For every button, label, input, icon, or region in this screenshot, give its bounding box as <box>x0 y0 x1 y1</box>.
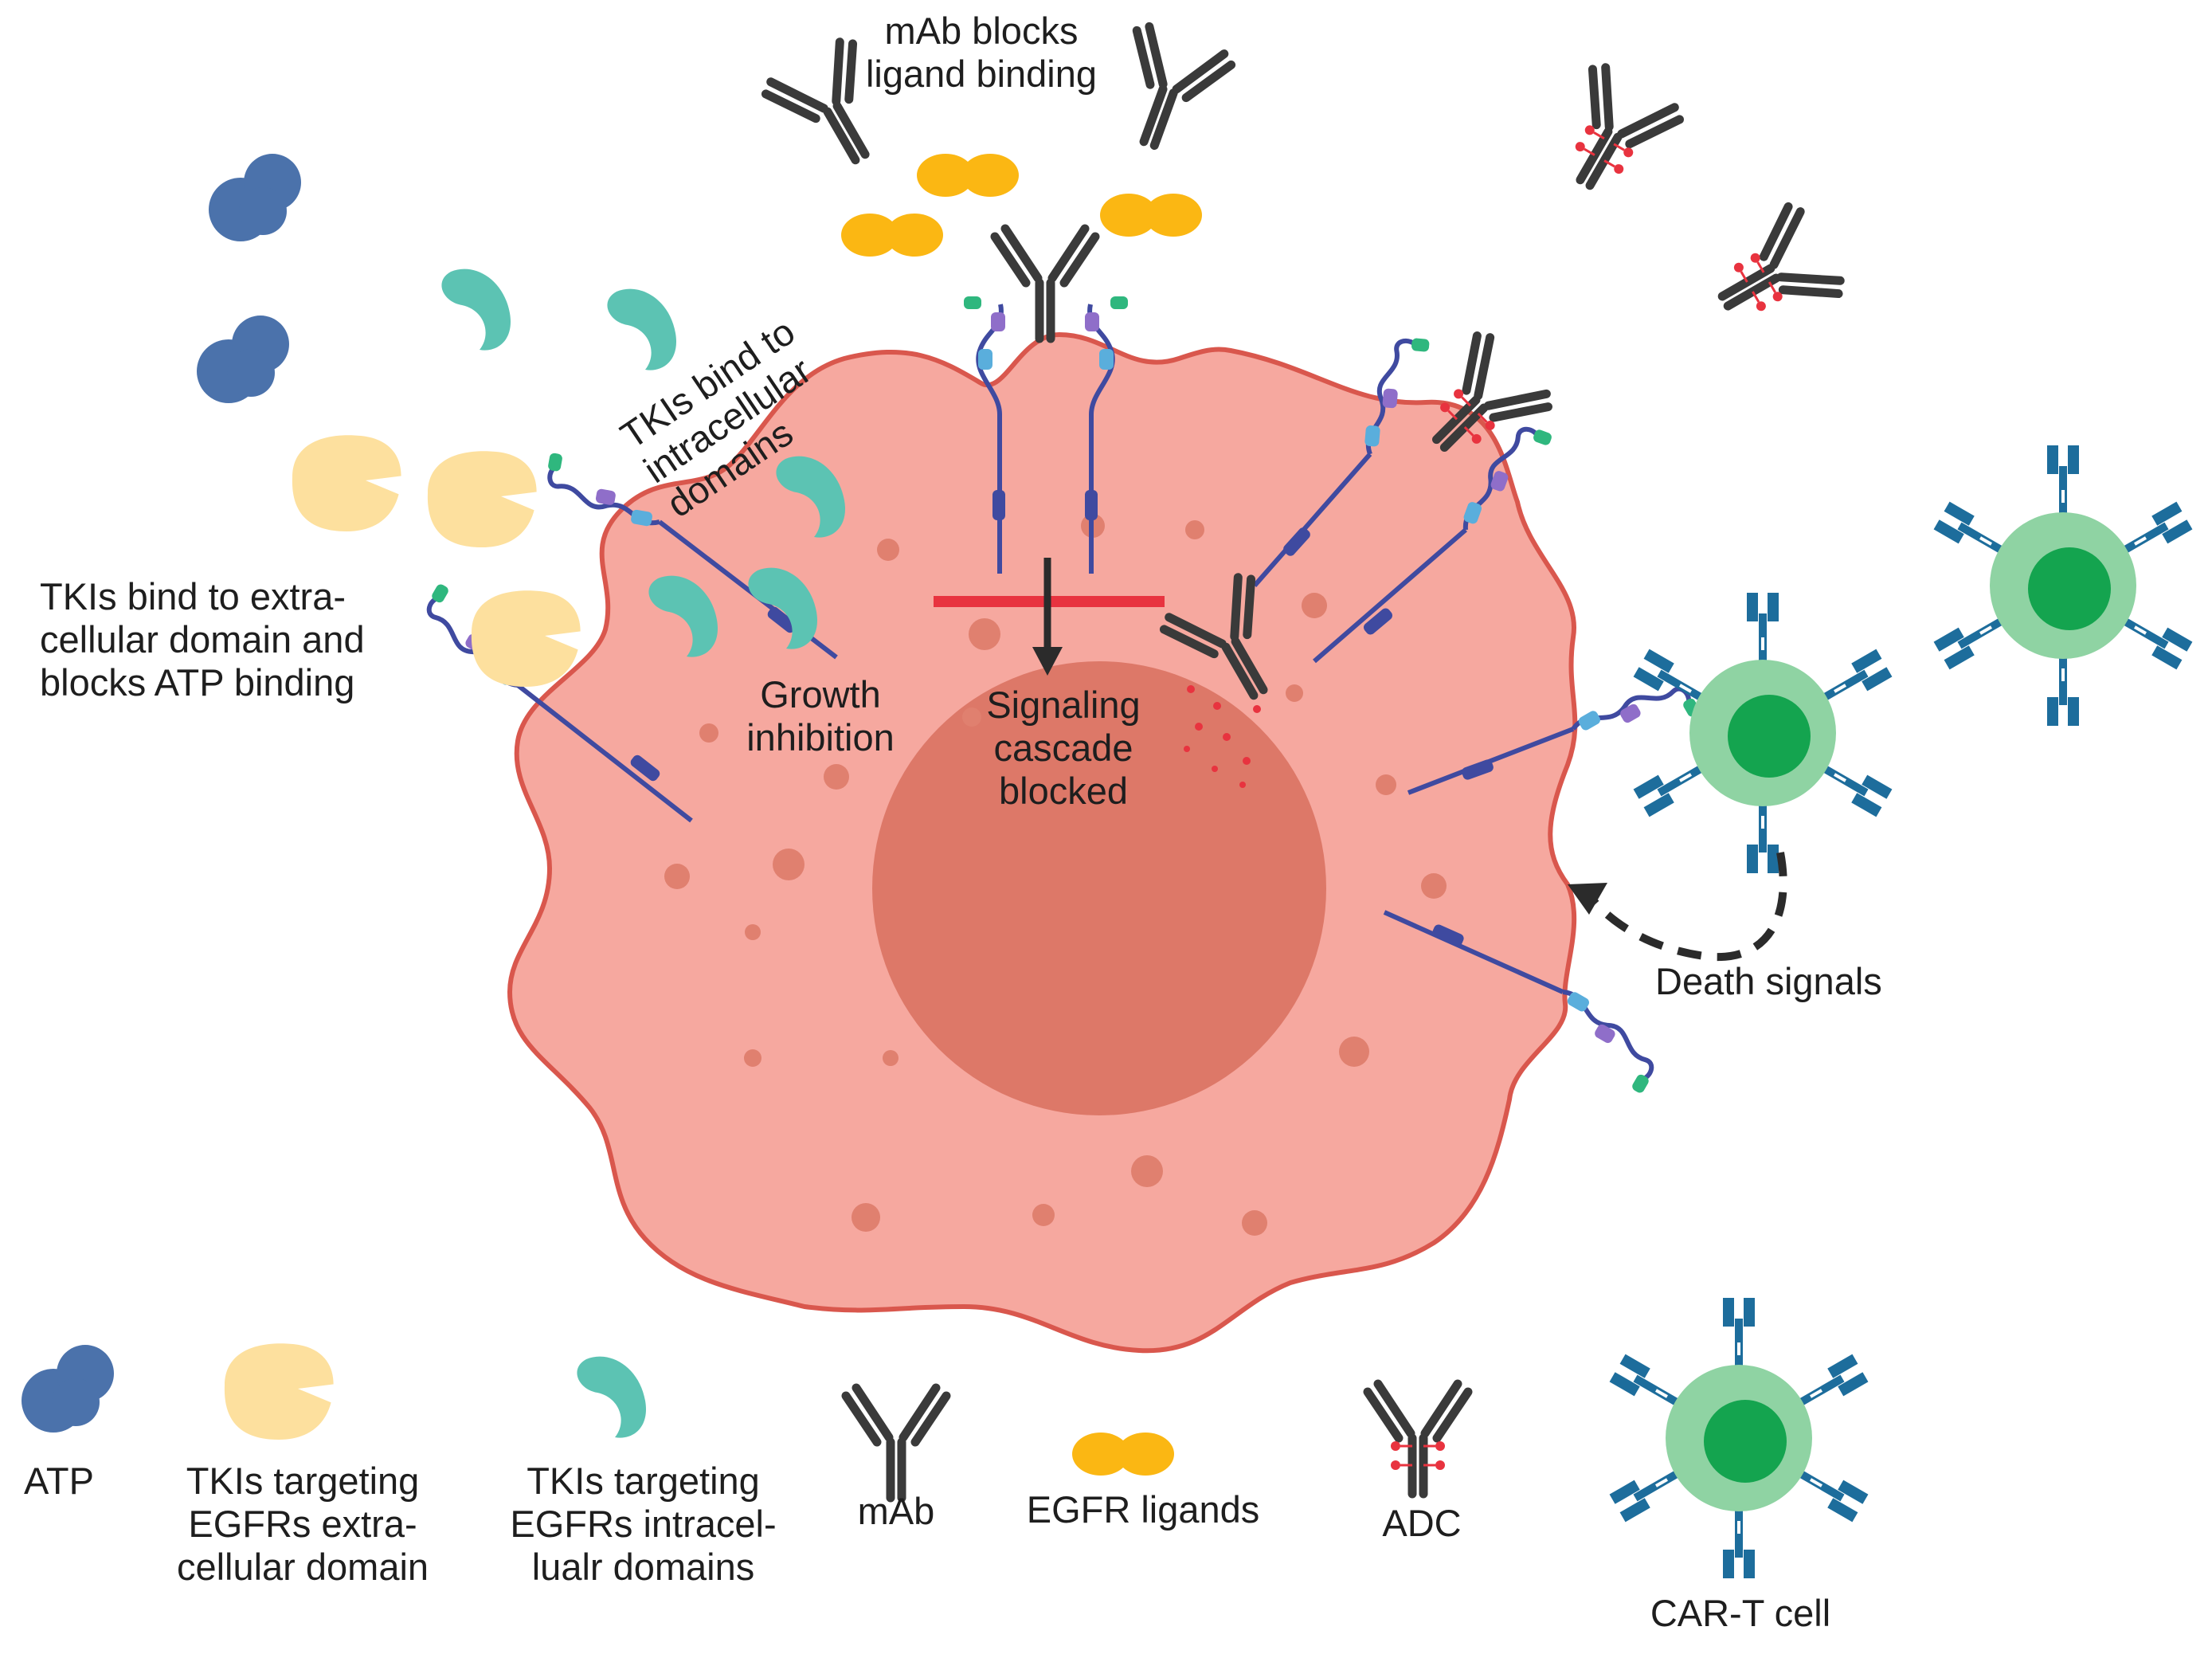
egfr-receptor-right-2 <box>1313 415 1553 664</box>
death-signal-arrow-head <box>1568 883 1607 915</box>
adc-free-2 <box>1700 202 1846 344</box>
cytoplasm-granules <box>664 514 1447 1236</box>
legend-tki-extra-label: TKIs targeting EGFRs extra- cellular dom… <box>176 1460 429 1588</box>
tki-intracellular-free-2 <box>607 288 677 370</box>
label-tki-extracellular: TKIs bind to extra- cellular domain and … <box>40 575 365 704</box>
egfr-receptor-right-3 <box>1407 664 1701 795</box>
tki-extracellular-free-2 <box>427 451 539 547</box>
egfr-ligand-2 <box>841 214 943 257</box>
legend-adc-icon <box>1368 1384 1468 1494</box>
death-signal-arrow <box>1590 852 1787 962</box>
legend-car-t-icon <box>1610 1298 1869 1578</box>
egfr-ligand-1 <box>917 154 1019 197</box>
legend-mab-icon <box>846 1388 946 1498</box>
label-death-signals: Death signals <box>1655 960 1882 1002</box>
legend-atp-icon <box>22 1345 114 1433</box>
egfr-receptor-left <box>411 582 693 823</box>
tki-extracellular-bound <box>471 590 583 687</box>
car-t-cell-free <box>1934 445 2193 726</box>
adc-free-1 <box>1541 62 1683 208</box>
mab-bound-receptor <box>995 229 1095 339</box>
label-growth-inhibition: Growth inhibition <box>746 673 895 758</box>
label-signaling-blocked: Signaling cascade blocked <box>986 684 1141 812</box>
atp-molecule-1 <box>209 154 301 241</box>
nucleus <box>872 661 1326 1115</box>
blocked-arrow-head <box>1032 647 1063 676</box>
tki-extracellular-free-1 <box>292 435 404 531</box>
tki-intracellular-free-1 <box>441 268 511 351</box>
payload-release <box>1184 685 1261 788</box>
legend-car-t-label: CAR-T cell <box>1650 1592 1831 1634</box>
egfr-receptor-right-4 <box>1383 910 1670 1095</box>
legend-atp-label: ATP <box>24 1460 94 1502</box>
legend-tki-extra-icon <box>224 1343 336 1440</box>
atp-molecule-2 <box>197 316 289 403</box>
legend-mab-label: mAb <box>857 1490 935 1532</box>
egfr-receptor-central-left <box>964 296 1005 574</box>
label-mab-blocks-ligand: mAb blocks ligand binding <box>865 10 1098 95</box>
car-t-cell-attacking <box>1634 593 1893 873</box>
egfr-receptor-right-1 <box>1252 335 1430 587</box>
egfr-receptor-central-right <box>1085 296 1128 574</box>
legend-tki-intra-label: TKIs targeting EGFRs intracel- lualr dom… <box>510 1460 777 1588</box>
legend-tki-intra-icon <box>577 1356 647 1438</box>
legend-adc-label: ADC <box>1382 1502 1462 1544</box>
legend-egfr-ligands-label: EGFR ligands <box>1026 1488 1260 1531</box>
egfr-ligand-3 <box>1100 194 1202 237</box>
legend-ligand-icon <box>1072 1433 1174 1476</box>
